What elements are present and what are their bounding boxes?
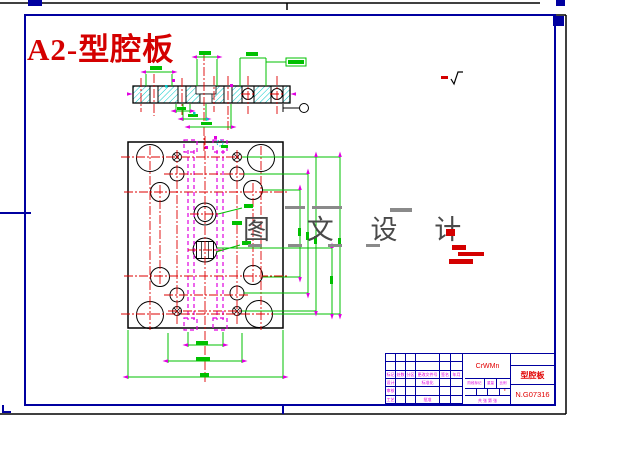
title-block-right: 型腔板 N.G07316 <box>511 354 554 404</box>
watermark-fragment <box>366 244 380 247</box>
label-approver: 批准 <box>416 395 440 404</box>
label-weight: 重量 <box>485 379 497 388</box>
watermark-fragment <box>390 208 412 212</box>
watermark-text: 图 文 设 计 <box>243 215 477 245</box>
label-process: 工艺 <box>386 395 396 404</box>
label-count: 处数 <box>396 370 406 379</box>
label-standardization: 标准化 <box>416 378 440 388</box>
label-designer: 设计 <box>386 378 396 388</box>
roughness-symbol <box>441 71 463 86</box>
label-signature: 签名 <box>440 370 451 379</box>
arrowheads <box>122 151 342 379</box>
label-change-doc: 更改文件号 <box>416 370 440 379</box>
watermark-fragment <box>328 244 342 247</box>
material-value: CrWMn <box>465 354 511 379</box>
title-block-revision-grid: 标记 处数 分区 更改文件号 签名 年月日 设计 标准化 审核 工艺 批准 <box>386 354 465 404</box>
dimension-text-blobs <box>196 145 341 377</box>
label-zone: 分区 <box>406 370 416 379</box>
arrowheads <box>127 55 296 149</box>
watermark-fragment <box>248 244 262 247</box>
watermark-fragment <box>285 206 305 209</box>
cyan-marks <box>165 85 209 121</box>
drawing-number: N.G07316 <box>515 390 550 399</box>
part-name: 型腔板 <box>511 366 554 385</box>
label-sheets: 共 张 第 张 <box>465 396 511 404</box>
label-checker: 审核 <box>386 387 396 396</box>
section-view <box>127 51 309 152</box>
dimension-text-blobs <box>150 51 304 125</box>
title-block: 标记 处数 分区 更改文件号 签名 年月日 设计 标准化 审核 工艺 批准 Cr… <box>385 353 555 405</box>
stage-star: * <box>503 389 506 395</box>
watermark-fragment <box>288 244 302 247</box>
plan-view <box>121 136 342 382</box>
label-mark: 标记 <box>386 370 396 379</box>
watermark-fragment <box>312 206 342 209</box>
corner-marks <box>28 0 565 26</box>
label-scale: 比例 <box>499 381 507 385</box>
label-date: 年月日 <box>451 370 463 379</box>
drawing-frame <box>0 14 556 414</box>
label-stage: 阶段标记 <box>465 379 485 388</box>
title-block-middle: CrWMn 阶段标记 重量 比例 * 共 张 第 张 <box>465 354 511 404</box>
drawing-title: A2-型腔板 <box>27 32 175 67</box>
datum-symbol <box>282 103 309 113</box>
